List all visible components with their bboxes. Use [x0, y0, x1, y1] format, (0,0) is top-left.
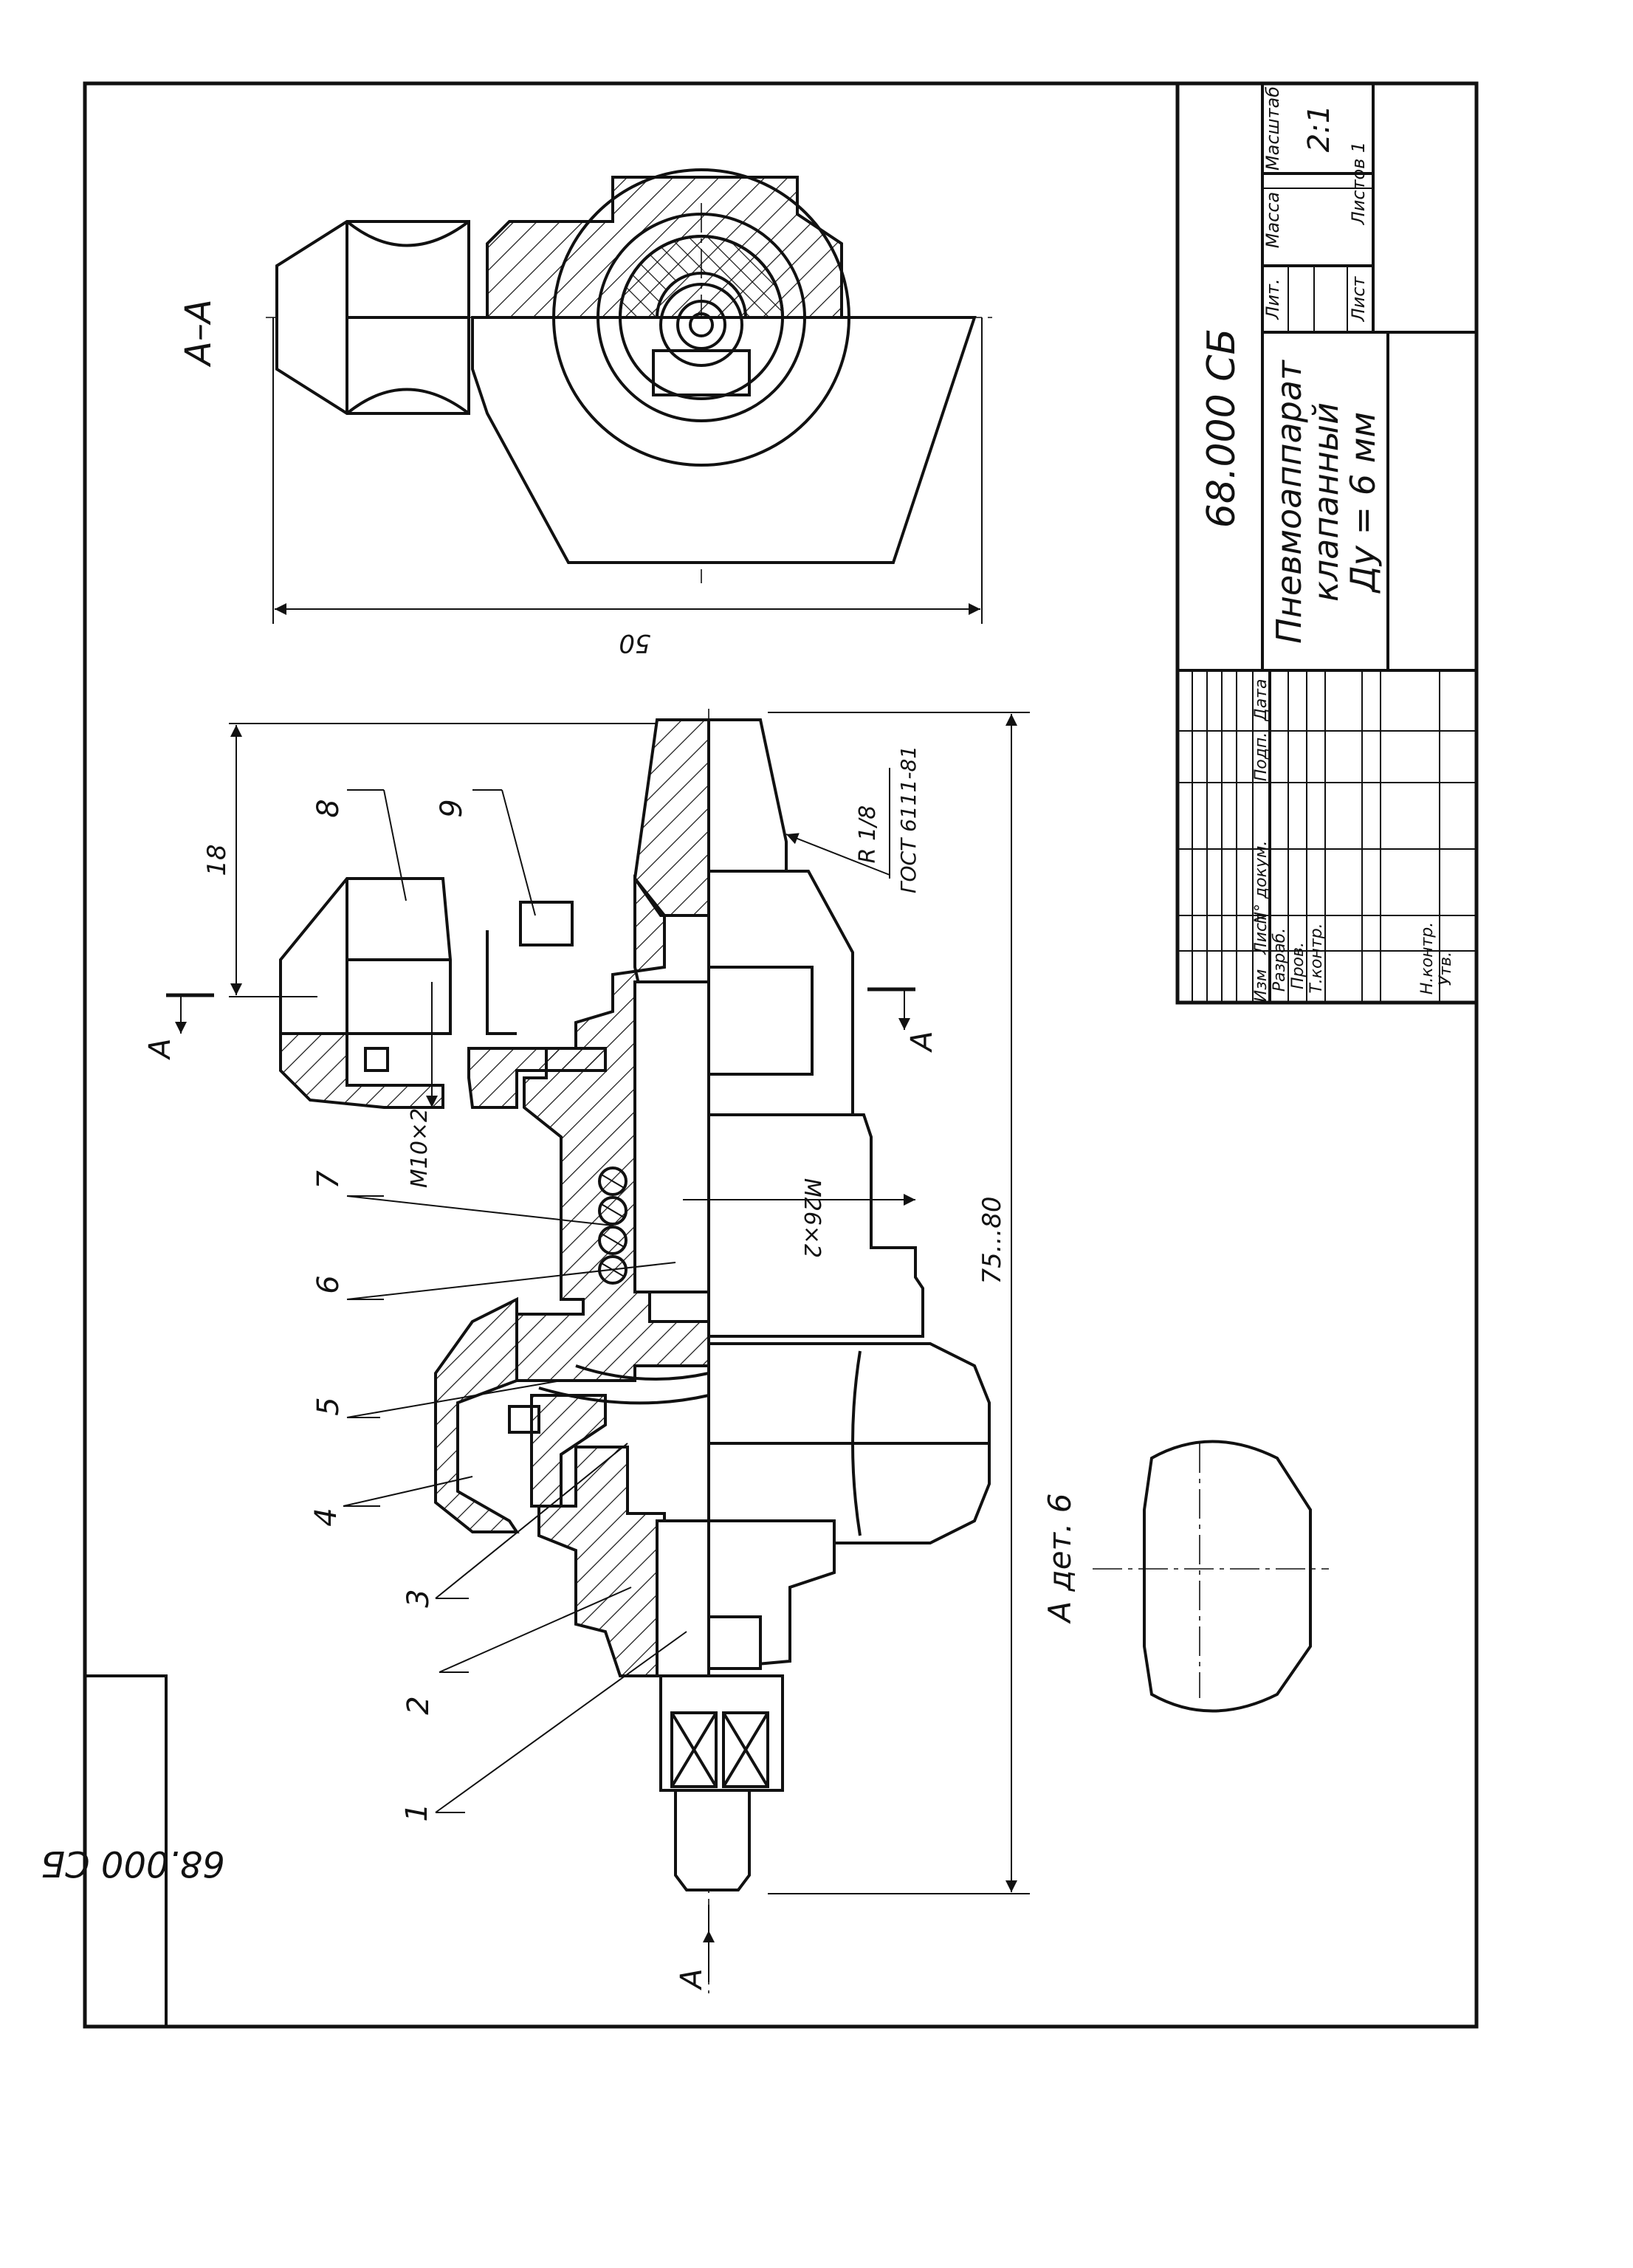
cut-letter-left: А [143, 1038, 177, 1060]
rev-header-3: Подп. [1252, 732, 1271, 782]
rev-header-0: Изм [1252, 969, 1271, 1003]
bore-circle-inner [597, 213, 806, 422]
view-a-detail: А дет. 6 [1042, 1440, 1329, 1713]
title-line3-text: Ду = 6 мм [1343, 412, 1383, 594]
part-number-6: 6 [312, 1275, 345, 1293]
part-leaders: 1 2 3 4 5 6 7 8 9 [309, 789, 687, 1822]
title-block: 68.000 СБ Масштаб Масса Лит. 2:1 Листов … [1175, 81, 1479, 1005]
side-stamp-text: 68.000 СБ [41, 1843, 225, 1884]
dim-50-text: 50 [619, 628, 650, 658]
thread-r18-text: R 1/8 [855, 805, 881, 864]
section-label-text: А–А [178, 299, 219, 368]
role-1: Пров. [1289, 942, 1307, 989]
sheet-label-text: Лист [1348, 276, 1369, 323]
col-lit-text: Лит. [1262, 278, 1283, 320]
part-number-3: 3 [402, 1589, 436, 1607]
col-scale-text: Масштаб [1262, 86, 1283, 171]
designation-text: 68.000 СБ [1200, 329, 1244, 528]
cut-letter-right: А [905, 1031, 939, 1053]
rev-header-2: N° докум. [1252, 840, 1271, 924]
part-number-7: 7 [312, 1170, 345, 1189]
main-assembly-view: А А [143, 709, 1030, 1993]
outer-frame [83, 81, 1479, 2029]
part-number-4: 4 [309, 1508, 343, 1526]
part-number-9: 9 [435, 799, 469, 817]
view-marker-text: А [675, 1968, 709, 1990]
thread-m26-text: M26×2 [799, 1178, 825, 1258]
stamp-box [83, 1674, 168, 2028]
sheets-label-text: Листов 1 [1348, 142, 1369, 226]
rev-header-4: Дата [1252, 679, 1271, 722]
view-a-label-text: А дет. 6 [1042, 1494, 1078, 1625]
rev-header-1: Лист [1252, 913, 1271, 955]
thread-m10-text: M10×2 [407, 1108, 433, 1188]
title-line2-text: клапанный [1306, 402, 1346, 602]
role-4: Утв. [1437, 952, 1455, 986]
role-2: Т.контр. [1307, 923, 1326, 993]
part-number-8: 8 [312, 799, 345, 817]
part-number-2: 2 [402, 1696, 436, 1714]
scale-value-text: 2:1 [1302, 105, 1336, 152]
dim-18-text: 18 [202, 844, 232, 876]
dim-75-80-text: 75...80 [977, 1197, 1007, 1285]
col-mass-text: Масса [1262, 192, 1283, 249]
role-3: Н.контр. [1418, 922, 1437, 994]
part-number-5: 5 [312, 1397, 345, 1415]
part-number-1: 1 [400, 1803, 434, 1821]
bore-circle-outer [552, 168, 850, 467]
title-line1-text: Пневмоаппарат [1269, 360, 1309, 644]
gost-ref-text: ГОСТ 6111-81 [896, 746, 921, 893]
section-a-a-view: А–А 50 [178, 168, 993, 658]
role-0: Разраб. [1271, 928, 1289, 992]
